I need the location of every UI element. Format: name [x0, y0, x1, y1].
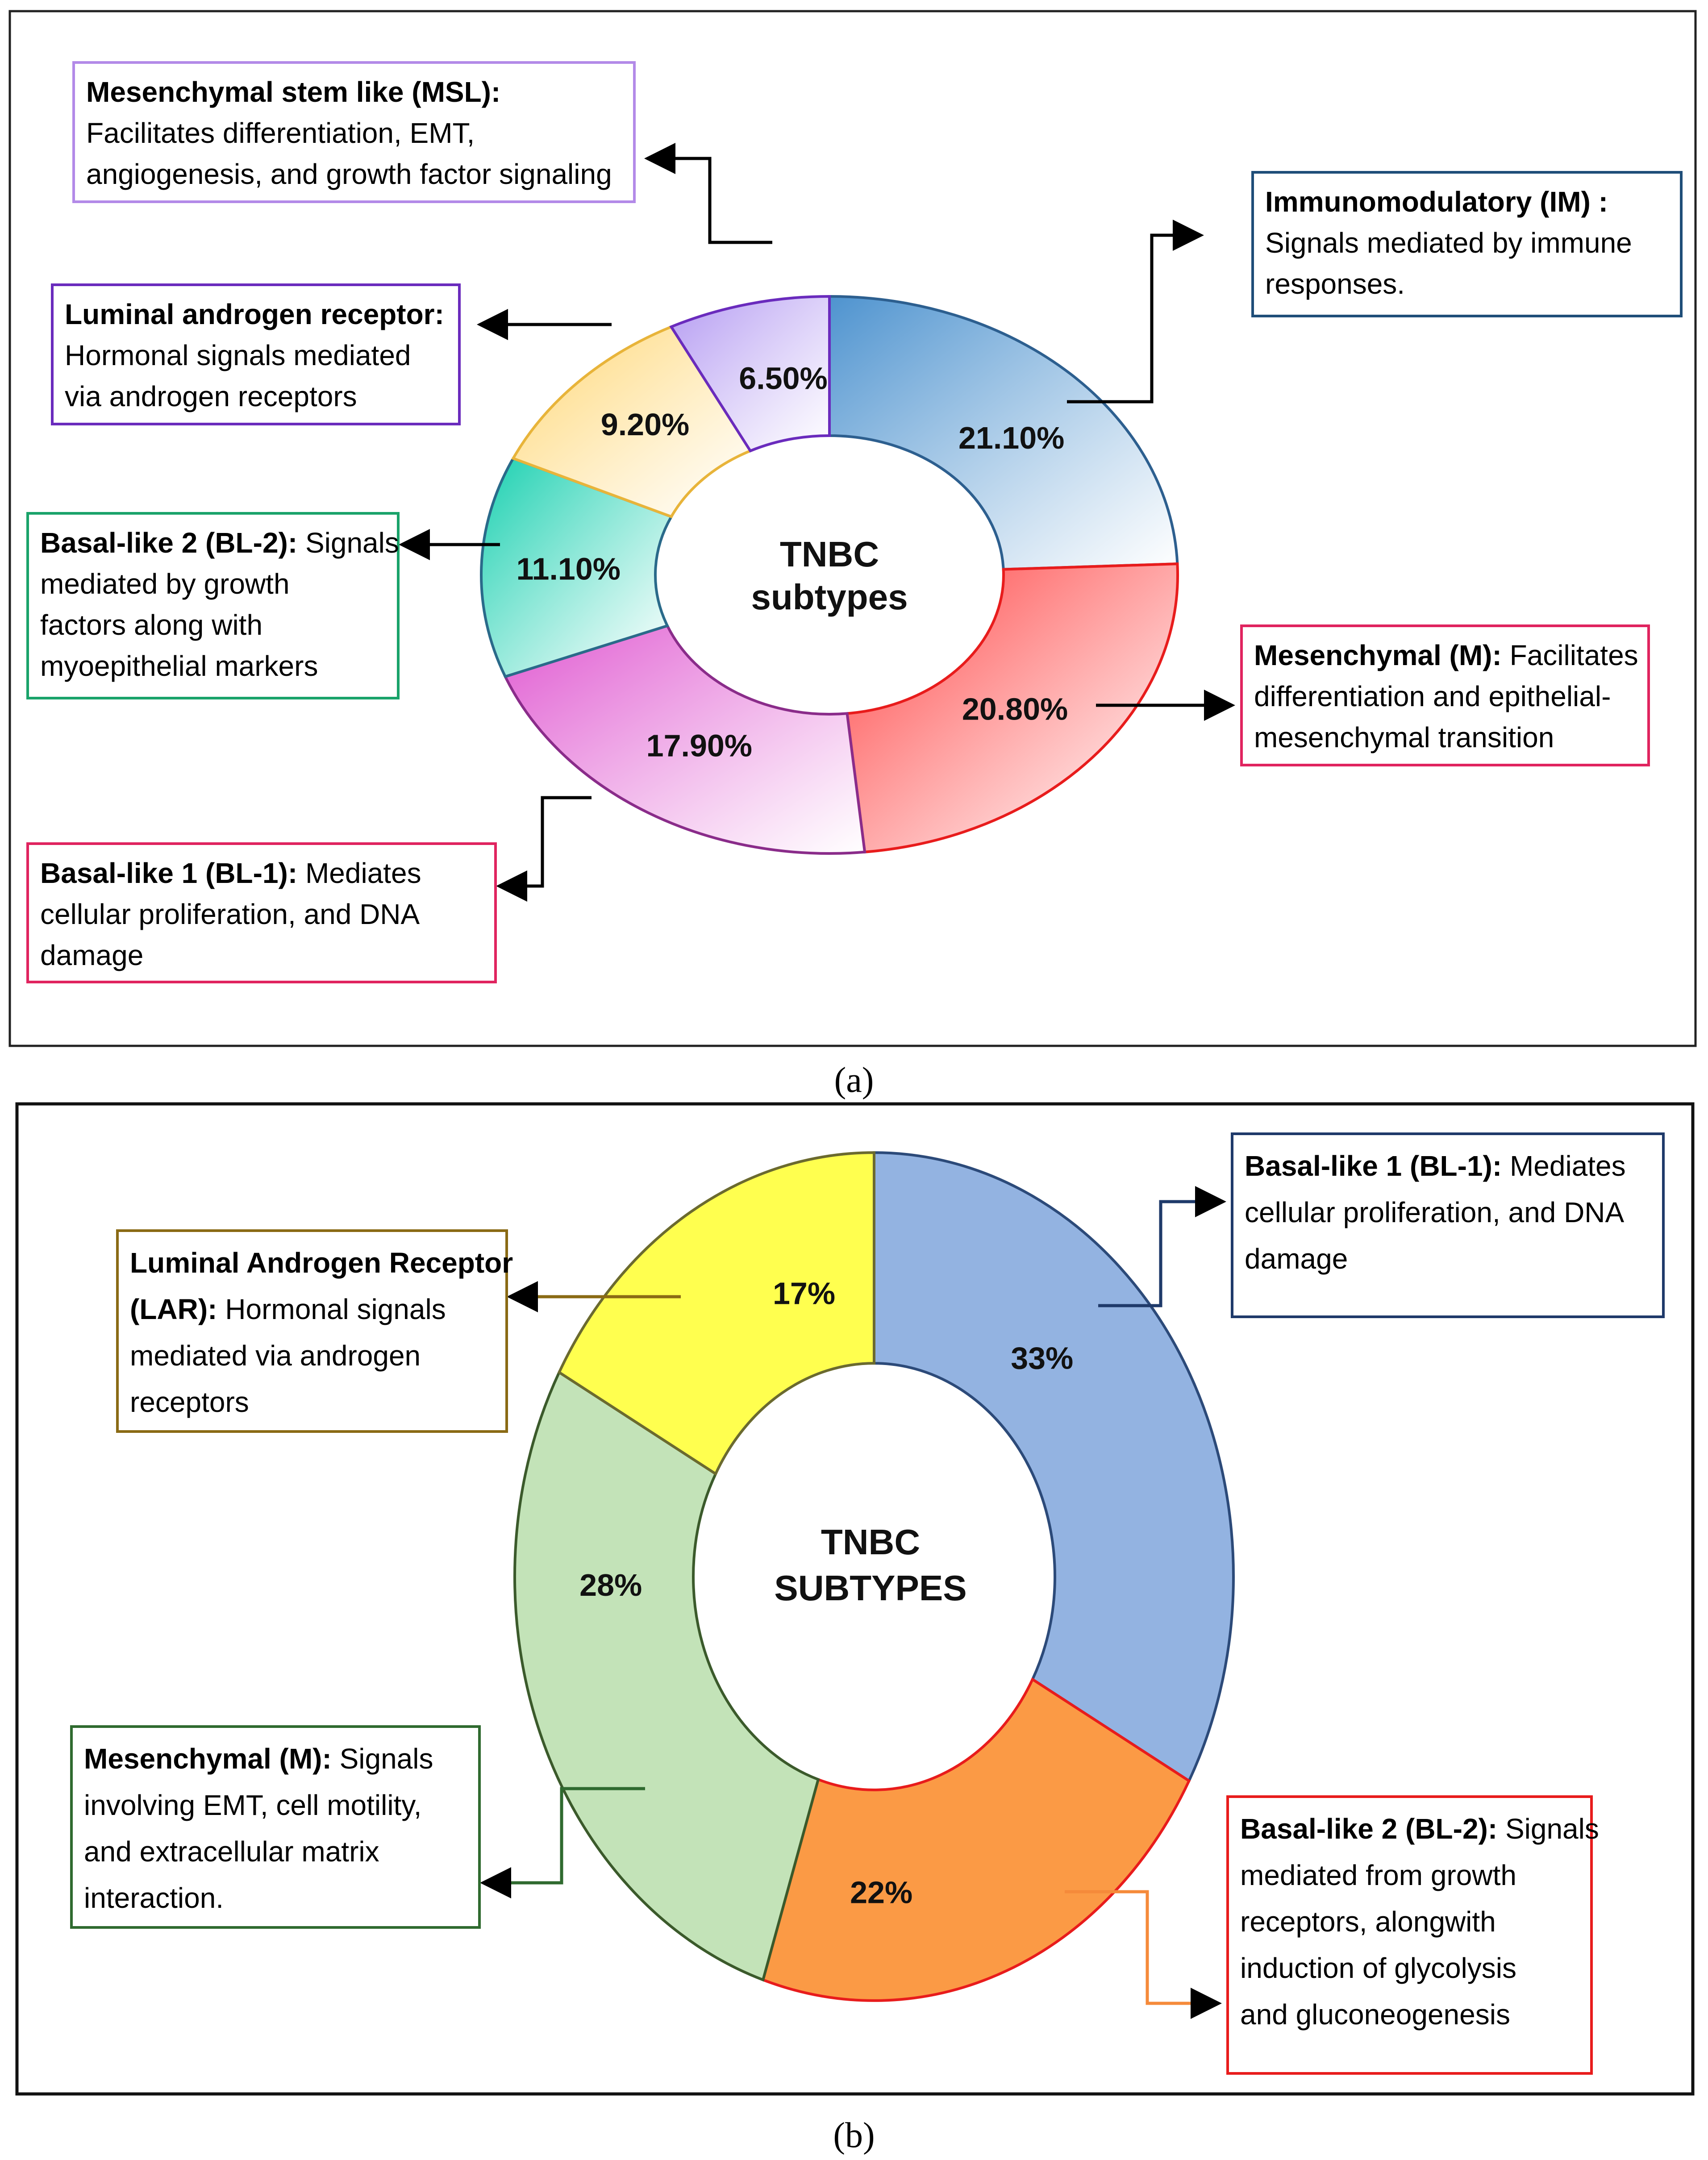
center-label-a-line1: TNBC	[780, 534, 879, 574]
annotation-body-line: cellular proliferation, and DNA	[40, 898, 420, 930]
annotation-box-a-4: Luminal androgen receptor: Hormonal signa…	[51, 283, 461, 425]
annotation-box-a-1: Mesenchymal (M): Facilitates differentiat…	[1240, 624, 1650, 766]
b-slice-label-3: 17%	[773, 1276, 835, 1311]
annotation-body-line: Hormonal signals mediated	[65, 339, 411, 371]
annotation-box-frame	[72, 61, 636, 203]
annotation-box-b-3: Luminal Androgen Receptor (LAR): Hormonal…	[116, 1229, 513, 1433]
connector-arrow-0	[1067, 220, 1204, 404]
annotation-body-line: damage	[1245, 1243, 1348, 1275]
annotation-title-line: Luminal androgen receptor:	[65, 298, 444, 330]
annotation-body-line: (LAR): Hormonal signals	[130, 1293, 446, 1325]
annotation-box-a-0: Immunomodulatory (IM) : Signals mediated …	[1251, 171, 1683, 317]
annotation-body-line: angiogenesis, and growth factor signalin…	[86, 158, 612, 190]
connector-arrow-6	[1098, 1186, 1226, 1307]
annotation-box-a-3: Basal-like 2 (BL-2): Signals mediated by …	[26, 512, 400, 699]
annotation-box-a-2: Basal-like 1 (BL-1): Mediates cellular pr…	[26, 842, 497, 983]
annotation-body-line: mediated by growth	[40, 568, 290, 600]
annotation-box-frame	[70, 1725, 481, 1929]
annotation-title-line: Mesenchymal (M): Signals	[84, 1743, 433, 1775]
connector-arrow-7	[1065, 1890, 1222, 2019]
b-slice-2	[513, 1370, 820, 1982]
donut-chart-b: 33% 22% 28% 17%	[513, 1151, 1235, 2002]
annotation-body-line: receptors, alongwith	[1240, 1906, 1496, 1938]
a-slice-label-5: 6.50%	[739, 361, 827, 396]
annotation-body-line: and extracellular matrix	[84, 1835, 379, 1868]
annotation-body-line: factors along with	[40, 609, 262, 641]
annotation-body-line: mediated via androgen	[130, 1340, 421, 1372]
annotation-box-frame	[26, 512, 400, 699]
annotation-body-line: myoepithelial markers	[40, 650, 318, 682]
annotation-title-line: Mesenchymal (M): Facilitates	[1254, 639, 1638, 671]
a-slice-5	[669, 295, 831, 453]
a-slice-label-2: 17.90%	[646, 728, 752, 763]
annotation-box-b-0: Basal-like 1 (BL-1): Mediates cellular pr…	[1231, 1132, 1665, 1318]
annotation-box-frame	[51, 283, 461, 425]
annotation-body-line: interaction.	[84, 1882, 224, 1914]
panel-b-caption: (b)	[833, 2116, 875, 2155]
a-slice-0	[828, 295, 1179, 571]
center-label-b-line1: TNBC	[821, 1522, 920, 1562]
annotation-box-b-1: Basal-like 2 (BL-2): Signals mediated fro…	[1226, 1795, 1599, 2075]
a-slice-label-3: 11.10%	[516, 551, 621, 586]
annotation-body-line: differentiation and epithelial-	[1254, 680, 1611, 712]
annotation-body-line: involving EMT, cell motility,	[84, 1789, 421, 1821]
annotation-box-frame	[26, 842, 497, 983]
annotation-connectors	[399, 143, 1235, 2019]
center-label-a-line2: subtypes	[751, 577, 908, 617]
connector-arrow-8	[480, 1787, 645, 1898]
panel-b-frame	[15, 1102, 1695, 2096]
b-slice-label-2: 28%	[579, 1568, 642, 1602]
annotation-body-line: Facilitates differentiation, EMT,	[86, 117, 475, 149]
panel-a-frame	[8, 10, 1697, 1047]
annotation-body-line: damage	[40, 939, 143, 971]
annotation-body-line: cellular proliferation, and DNA	[1245, 1196, 1625, 1228]
b-slice-label-0: 33%	[1011, 1341, 1073, 1376]
annotation-body-line: receptors	[130, 1386, 249, 1418]
annotation-body-line: mediated from growth	[1240, 1859, 1516, 1891]
annotation-box-frame	[1231, 1132, 1665, 1318]
a-slice-3	[480, 457, 674, 678]
annotation-body-line: mesenchymal transition	[1254, 721, 1554, 753]
a-slice-label-1: 20.80%	[962, 691, 1068, 726]
a-slice-4	[511, 325, 753, 519]
annotation-title-line: Basal-like 2 (BL-2): Signals	[40, 527, 399, 559]
b-slice-1	[761, 1677, 1191, 2002]
annotation-boxes: Immunomodulatory (IM) : Signals mediated …	[26, 61, 1683, 2075]
connector-arrow-5	[644, 143, 772, 244]
annotation-box-b-2: Mesenchymal (M): Signals involving EMT, c…	[70, 1725, 481, 1929]
annotation-title-line: Luminal Androgen Receptor	[130, 1247, 513, 1279]
b-slice-0	[873, 1151, 1235, 1783]
b-slice-label-1: 22%	[850, 1875, 912, 1910]
annotation-box-frame	[116, 1229, 508, 1433]
a-slice-1	[846, 562, 1179, 854]
annotation-box-frame	[1251, 171, 1683, 317]
annotation-body-line: and gluconeogenesis	[1240, 1998, 1510, 2031]
b-slice-3	[557, 1151, 875, 1476]
a-slice-label-4: 9.20%	[601, 407, 689, 442]
annotation-body-line: responses.	[1265, 268, 1405, 300]
a-slice-2	[503, 624, 866, 855]
annotation-title-line: Immunomodulatory (IM) :	[1265, 186, 1608, 218]
donut-chart-a: 21.10% 20.80% 17.90% 11.10% 9.20% 6.50%	[480, 295, 1179, 855]
annotation-box-frame	[1240, 624, 1650, 766]
panel-a-caption: (a)	[834, 1061, 874, 1100]
annotation-title-line: Basal-like 1 (BL-1): Mediates	[1245, 1150, 1626, 1182]
a-slice-label-0: 21.10%	[958, 420, 1064, 455]
annotation-body-line: induction of glycolysis	[1240, 1952, 1516, 1984]
annotation-title-line: Basal-like 1 (BL-1): Mediates	[40, 857, 421, 889]
connector-arrow-2	[496, 796, 592, 902]
center-label-b-line2: SUBTYPES	[774, 1568, 966, 1608]
annotation-box-a-5: Mesenchymal stem like (MSL): Facilitates …	[72, 61, 636, 203]
annotation-title-line: Mesenchymal stem like (MSL):	[86, 76, 500, 108]
annotation-body-line: via androgen receptors	[65, 380, 357, 412]
annotation-title-line: Basal-like 2 (BL-2): Signals	[1240, 1813, 1599, 1845]
annotation-body-line: Signals mediated by immune	[1265, 227, 1632, 259]
annotation-box-frame	[1226, 1795, 1593, 2075]
